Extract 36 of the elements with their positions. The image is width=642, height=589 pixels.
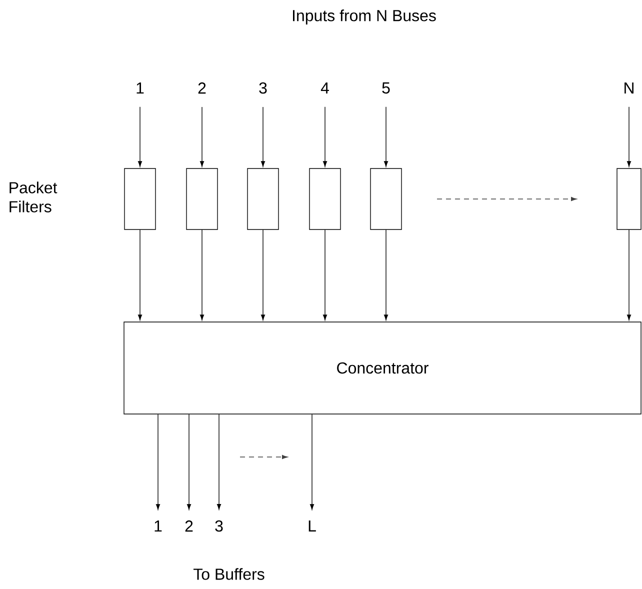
bottom-label: To Buffers (194, 568, 264, 580)
line-number: 1 (136, 82, 144, 94)
line-number: 5 (382, 82, 390, 94)
line-number: 3 (215, 520, 223, 532)
arrow (626, 106, 632, 167)
filter-box (247, 168, 279, 230)
arrow (156, 414, 160, 510)
concentrator-box: Concentrator (124, 322, 642, 414)
arrow (260, 106, 266, 167)
arrow (200, 106, 204, 167)
arrow (138, 230, 142, 320)
arrow (384, 230, 388, 320)
arrow (200, 230, 204, 320)
filter-box (186, 168, 218, 230)
arrow (310, 414, 314, 510)
arrow (138, 106, 142, 167)
line-number: 3 (259, 82, 267, 94)
title: Inputs from N Buses (293, 10, 436, 24)
arrow (186, 414, 192, 510)
side-label: Packet Filters (10, 182, 58, 212)
arrow (260, 230, 266, 320)
arrow (216, 414, 222, 510)
line-number: 1 (154, 520, 162, 532)
filter-box (370, 168, 402, 230)
arrow (322, 106, 328, 167)
line-number: 2 (198, 82, 206, 94)
filter-box (616, 168, 642, 230)
arrow (322, 230, 328, 320)
arrow (626, 230, 632, 320)
line-number: 4 (320, 82, 329, 94)
line-number: N (624, 82, 634, 94)
line-number: 2 (185, 520, 193, 532)
filter-box (124, 168, 156, 230)
arrow (384, 106, 388, 167)
line-number: L (308, 520, 316, 532)
filter-box (309, 168, 341, 230)
